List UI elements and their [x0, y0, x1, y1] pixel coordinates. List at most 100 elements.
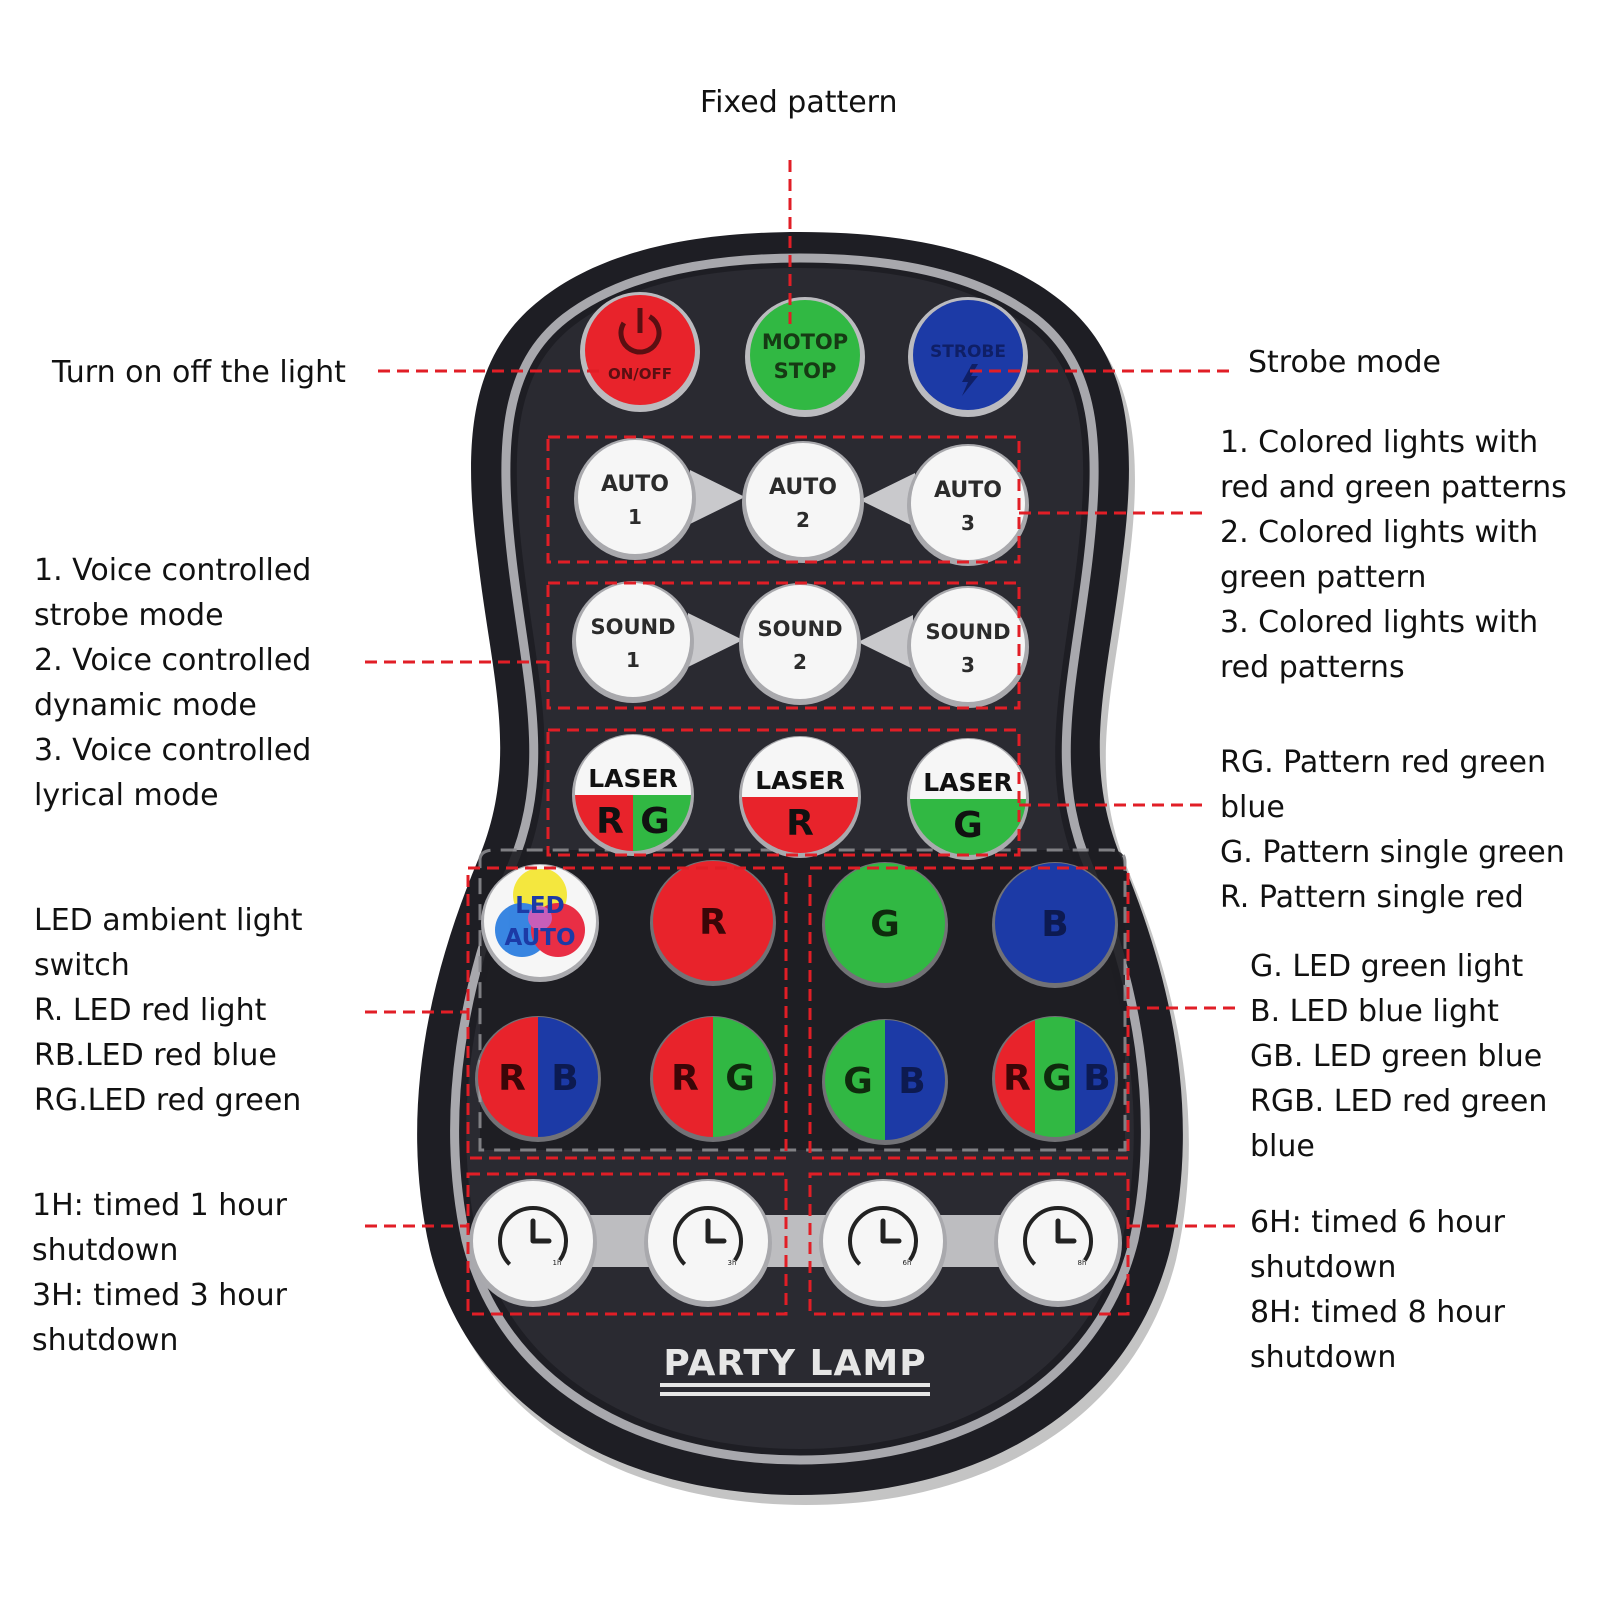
annotation-line: G. Pattern single green: [1220, 835, 1565, 870]
led-green-button[interactable]: G: [822, 862, 948, 988]
annotation-line: RB.LED red blue: [34, 1038, 277, 1073]
clock-icon: [672, 1206, 743, 1276]
sound-connector-right: [858, 615, 913, 669]
led-blue-label: B: [1041, 904, 1068, 945]
annotation-line: red and green patterns: [1220, 470, 1567, 505]
laser-r-letter: R: [786, 803, 814, 844]
annotation-line: 2. Colored lights with: [1220, 515, 1539, 550]
timer-connector-bar: [560, 1215, 1040, 1267]
annotation-line: RG.LED red green: [34, 1083, 302, 1118]
auto-connector-right: [860, 473, 915, 527]
led-gb-letter-b: B: [898, 1061, 925, 1102]
power-button[interactable]: ON/OFF: [580, 292, 700, 412]
timer-button-1h[interactable]: 1h: [469, 1179, 597, 1307]
annotation-line: lyrical mode: [34, 778, 219, 813]
annotation-line: blue: [1250, 1129, 1315, 1164]
timer-label: 3h: [728, 1259, 737, 1267]
annotation-power: Turn on off the light: [52, 350, 346, 395]
laser-group-box: [546, 728, 1021, 857]
led-red-green-blue-button[interactable]: R G B: [990, 1010, 1125, 1150]
laser-rg-letter-r: R: [596, 801, 624, 842]
sound-button-label: SOUND: [925, 620, 1010, 644]
annotation-line: shutdown: [1250, 1250, 1397, 1285]
annotation-line: R. LED red light: [34, 993, 267, 1028]
led-blue-button[interactable]: B: [992, 862, 1118, 988]
sound-button-number: 1: [626, 648, 640, 672]
motor-stop-button[interactable]: MOTOP STOP: [745, 297, 865, 417]
clock-icon: [1022, 1206, 1093, 1276]
annotation-line: B. LED blue light: [1250, 994, 1499, 1029]
annotation-line: Turn on off the light: [52, 355, 346, 390]
brand-label: PARTY LAMP: [663, 1343, 926, 1384]
lightning-icon: [962, 364, 978, 396]
annotation-line: Strobe mode: [1248, 345, 1441, 380]
laser-rg-top: LASER: [588, 764, 678, 793]
led-auto-button[interactable]: LED AUTO: [481, 864, 599, 982]
laser-g-top: LASER: [923, 768, 1013, 797]
auto-button-2[interactable]: AUTO 2: [742, 441, 864, 563]
sound-button-3[interactable]: SOUND 3: [907, 586, 1029, 708]
annotation-line: dynamic mode: [34, 688, 257, 723]
motor-stop-line2: STOP: [774, 359, 837, 383]
timer-left-group-box: [466, 1172, 788, 1316]
motor-stop-line1: MOTOP: [762, 330, 848, 354]
led-rb-letter-r: R: [498, 1058, 526, 1099]
clock-icon: [498, 1206, 568, 1276]
auto-button-number: 1: [628, 505, 642, 529]
annotation-line: Fixed pattern: [700, 85, 898, 120]
strobe-button[interactable]: STROBE: [908, 297, 1028, 417]
clock-icon: [847, 1206, 918, 1276]
led-rgb-letter-b: B: [1083, 1058, 1110, 1099]
auto-button-label: AUTO: [769, 475, 837, 500]
annotation-auto-modes: 1. Colored lights with red and green pat…: [1220, 420, 1567, 690]
sound-connector-left: [688, 613, 743, 667]
power-icon: [618, 311, 662, 355]
led-red-button[interactable]: R: [650, 860, 776, 986]
annotation-line: 2. Voice controlled: [34, 643, 312, 678]
annotation-line: 3. Voice controlled: [34, 733, 312, 768]
annotation-line: blue: [1220, 790, 1285, 825]
timer-right-group-box: [808, 1172, 1130, 1316]
annotation-line: 8H: timed 8 hour: [1250, 1295, 1505, 1330]
led-rgb-letter-g: G: [1042, 1058, 1072, 1099]
timer-button-3h[interactable]: 3h: [644, 1179, 772, 1307]
annotation-sound-modes: 1. Voice controlled strobe mode 2. Voice…: [34, 548, 311, 818]
callout-lines: [365, 160, 1235, 1228]
timer-label: 1h: [553, 1259, 562, 1267]
laser-r-top: LASER: [755, 766, 845, 795]
annotation-led-right: G. LED green light B. LED blue light GB.…: [1250, 944, 1547, 1169]
annotation-line: RGB. LED red green: [1250, 1084, 1548, 1119]
remote-silver-trim: [450, 253, 1150, 1465]
annotation-line: GB. LED green blue: [1250, 1039, 1543, 1074]
led-gb-letter-g: G: [843, 1061, 873, 1102]
timer-button-6h[interactable]: 6h: [819, 1179, 947, 1307]
annotation-led-left: LED ambient light switch R. LED red ligh…: [34, 898, 303, 1123]
led-auto-line1: LED: [515, 893, 564, 919]
auto-button-number: 2: [796, 508, 810, 532]
auto-group-box: [546, 435, 1021, 564]
annotation-line: shutdown: [32, 1233, 179, 1268]
sound-button-number: 3: [961, 653, 975, 677]
annotation-timer-left: 1H: timed 1 hour shutdown 3H: timed 3 ho…: [32, 1183, 287, 1363]
led-right-group-box: [808, 866, 1130, 1160]
annotation-line: 1H: timed 1 hour: [32, 1188, 287, 1223]
annotation-line: 1. Voice controlled: [34, 553, 312, 588]
callout-boxes: [466, 435, 1130, 1316]
laser-g-button[interactable]: LASER G: [905, 735, 1035, 869]
sound-button-label: SOUND: [757, 617, 842, 641]
timer-label: 6h: [903, 1259, 912, 1267]
timer-button-8h[interactable]: 8h: [994, 1179, 1122, 1307]
annotation-strobe: Strobe mode: [1248, 340, 1441, 385]
power-button-label: ON/OFF: [608, 365, 672, 383]
annotation-line: switch: [34, 948, 130, 983]
annotation-timer-right: 6H: timed 6 hour shutdown 8H: timed 8 ho…: [1250, 1200, 1505, 1380]
led-rg-letter-g: G: [725, 1058, 755, 1099]
timer-label: 8h: [1078, 1259, 1087, 1267]
annotation-line: 1. Colored lights with: [1220, 425, 1539, 460]
